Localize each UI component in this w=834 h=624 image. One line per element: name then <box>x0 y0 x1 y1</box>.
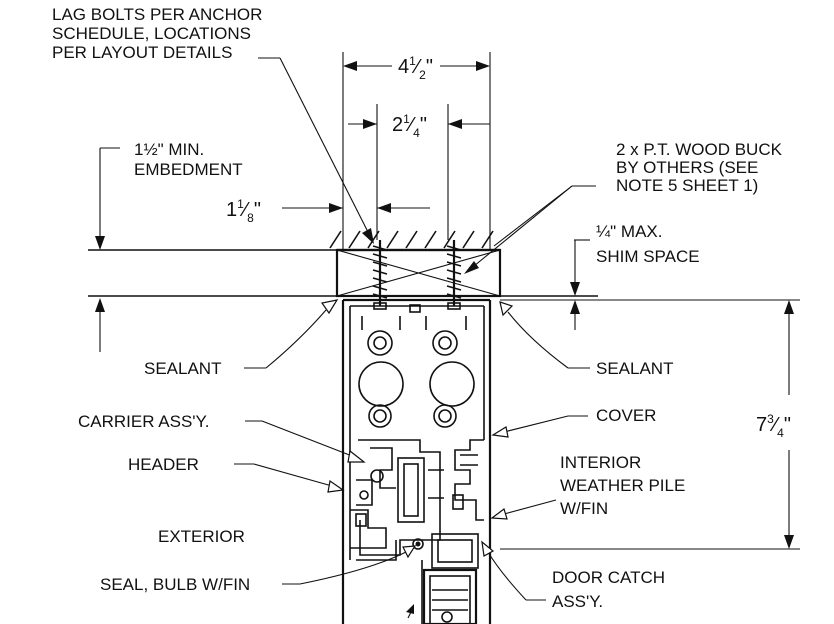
leader-carrier <box>245 420 366 463</box>
dim-edge-offset-label: 11⁄8" <box>226 197 261 225</box>
wood-buck <box>335 248 502 298</box>
label-door-catch: DOOR CATCH ASS'Y. <box>552 568 670 611</box>
label-sealant-right: SEALANT <box>596 359 673 378</box>
label-header: HEADER <box>128 455 199 474</box>
label-cover: COVER <box>596 406 656 425</box>
label-seal-bulb: SEAL, BULB W/FIN <box>100 575 250 594</box>
concrete-hatch <box>329 230 494 249</box>
door-catch-assembly <box>421 533 479 624</box>
cover-profile <box>454 439 484 521</box>
leader-bottom <box>406 604 414 619</box>
leader-cover <box>491 415 588 438</box>
leader-wood-buck <box>464 185 596 274</box>
header-extrusion <box>341 298 492 624</box>
label-min-embedment: 1½" MIN. EMBEDMENT <box>134 140 243 179</box>
extrusion-ports <box>358 316 475 428</box>
wall-substrate <box>88 248 598 297</box>
label-lag-bolts: LAG BOLTS PER ANCHOR SCHEDULE, LOCATIONS… <box>52 5 267 62</box>
label-exterior: EXTERIOR <box>158 527 245 546</box>
dim-overall-width-label: 41⁄2" <box>398 54 433 82</box>
dim-edge-offset <box>282 203 430 213</box>
leader-seal-bulb <box>282 545 417 585</box>
dim-height <box>500 299 800 550</box>
leader-sealant-left <box>244 299 339 369</box>
dim-inner-width-label: 21⁄4" <box>392 112 427 140</box>
dim-inner-width <box>348 104 490 240</box>
label-carrier: CARRIER ASS'Y. <box>78 412 209 431</box>
dim-overall-width <box>342 52 491 250</box>
leader-weather-pile <box>490 499 557 520</box>
leader-lag-bolts <box>258 57 374 244</box>
leader-door-catch <box>481 540 546 601</box>
carrier-assembly <box>356 439 464 556</box>
label-wood-buck: 2 x P.T. WOOD BUCK BY OTHERS (SEE NOTE 5… <box>616 140 787 195</box>
header-lower-profile <box>350 509 424 561</box>
label-shim-space: ¼" MAX. SHIM SPACE <box>596 222 700 266</box>
dim-height-label: 73⁄4" <box>756 412 791 440</box>
label-weather-pile: INTERIOR WEATHER PILE W/FIN <box>560 453 690 518</box>
dim-embedment <box>95 147 120 352</box>
leader-sealant-right <box>499 301 590 369</box>
label-sealant-left: SEALANT <box>144 359 221 378</box>
dim-shim-space <box>570 239 590 330</box>
leader-header <box>234 463 345 493</box>
